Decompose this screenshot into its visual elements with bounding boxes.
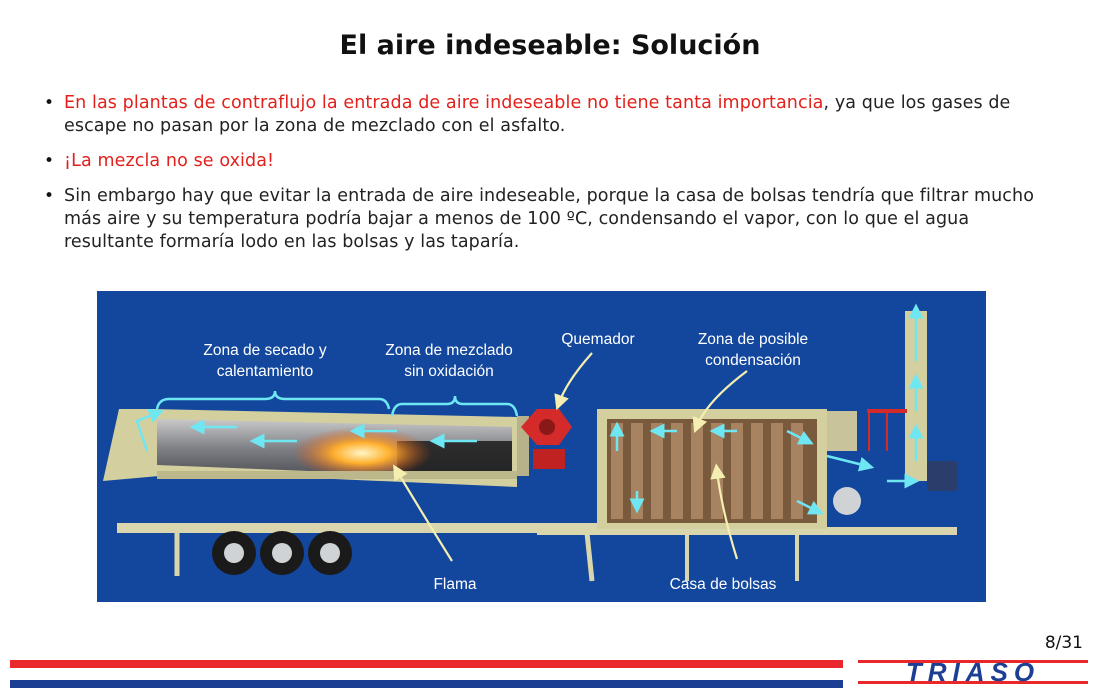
bullet-text: , ya que los gases de escape no pasan po…: [64, 93, 1011, 136]
bullet-highlight: En las plantas de contraflujo la entrada…: [64, 93, 824, 113]
label-condensation-zone: Zona de posible: [698, 331, 808, 348]
bullet-highlight: ¡La mezcla no se oxida!: [64, 151, 275, 171]
plant-diagram: Zona de secado y calentamiento Zona de m…: [97, 291, 986, 602]
footer-stripes: [10, 660, 843, 692]
bullet-list: En las plantas de contraflujo la entrada…: [44, 92, 1064, 266]
triaso-logo: TRIASO: [858, 657, 1088, 687]
label-mixing-zone: Zona de mezclado: [385, 342, 513, 359]
burner-unit: [521, 409, 572, 469]
trailer-frame: [117, 523, 957, 582]
stripe-white: [10, 672, 843, 676]
label-drying-zone: Zona de secado y: [203, 342, 326, 359]
dryer-drum: [152, 409, 529, 487]
stripe-red: [10, 660, 843, 668]
bullet-item: Sin embargo hay que evitar la entrada de…: [44, 185, 1064, 254]
logo-text: TRIASO: [906, 657, 1040, 687]
airflow-arrows: [135, 303, 924, 515]
zone-braces: [155, 390, 519, 417]
trailer-wheels: [212, 531, 352, 575]
bullet-item: En las plantas de contraflujo la entrada…: [44, 92, 1064, 138]
page-number: 8/31: [1044, 633, 1083, 653]
bullet-item: ¡La mezcla no se oxida!: [44, 150, 1064, 173]
label-burner: Quemador: [561, 331, 634, 348]
baghouse: [597, 409, 861, 529]
label-flame: Flama: [433, 576, 476, 593]
bullet-text: Sin embargo hay que evitar la entrada de…: [64, 186, 1035, 252]
stripe-blue: [10, 680, 843, 688]
label-baghouse: Casa de bolsas: [670, 576, 777, 593]
feed-hopper: [103, 409, 159, 481]
label-drying-zone-2: calentamiento: [217, 363, 314, 380]
pointer-arrows: [393, 352, 748, 562]
label-mixing-zone-2: sin oxidación: [404, 363, 494, 380]
slide-title: El aire indeseable: Solución: [339, 30, 761, 61]
label-condensation-zone-2: condensación: [705, 352, 801, 369]
